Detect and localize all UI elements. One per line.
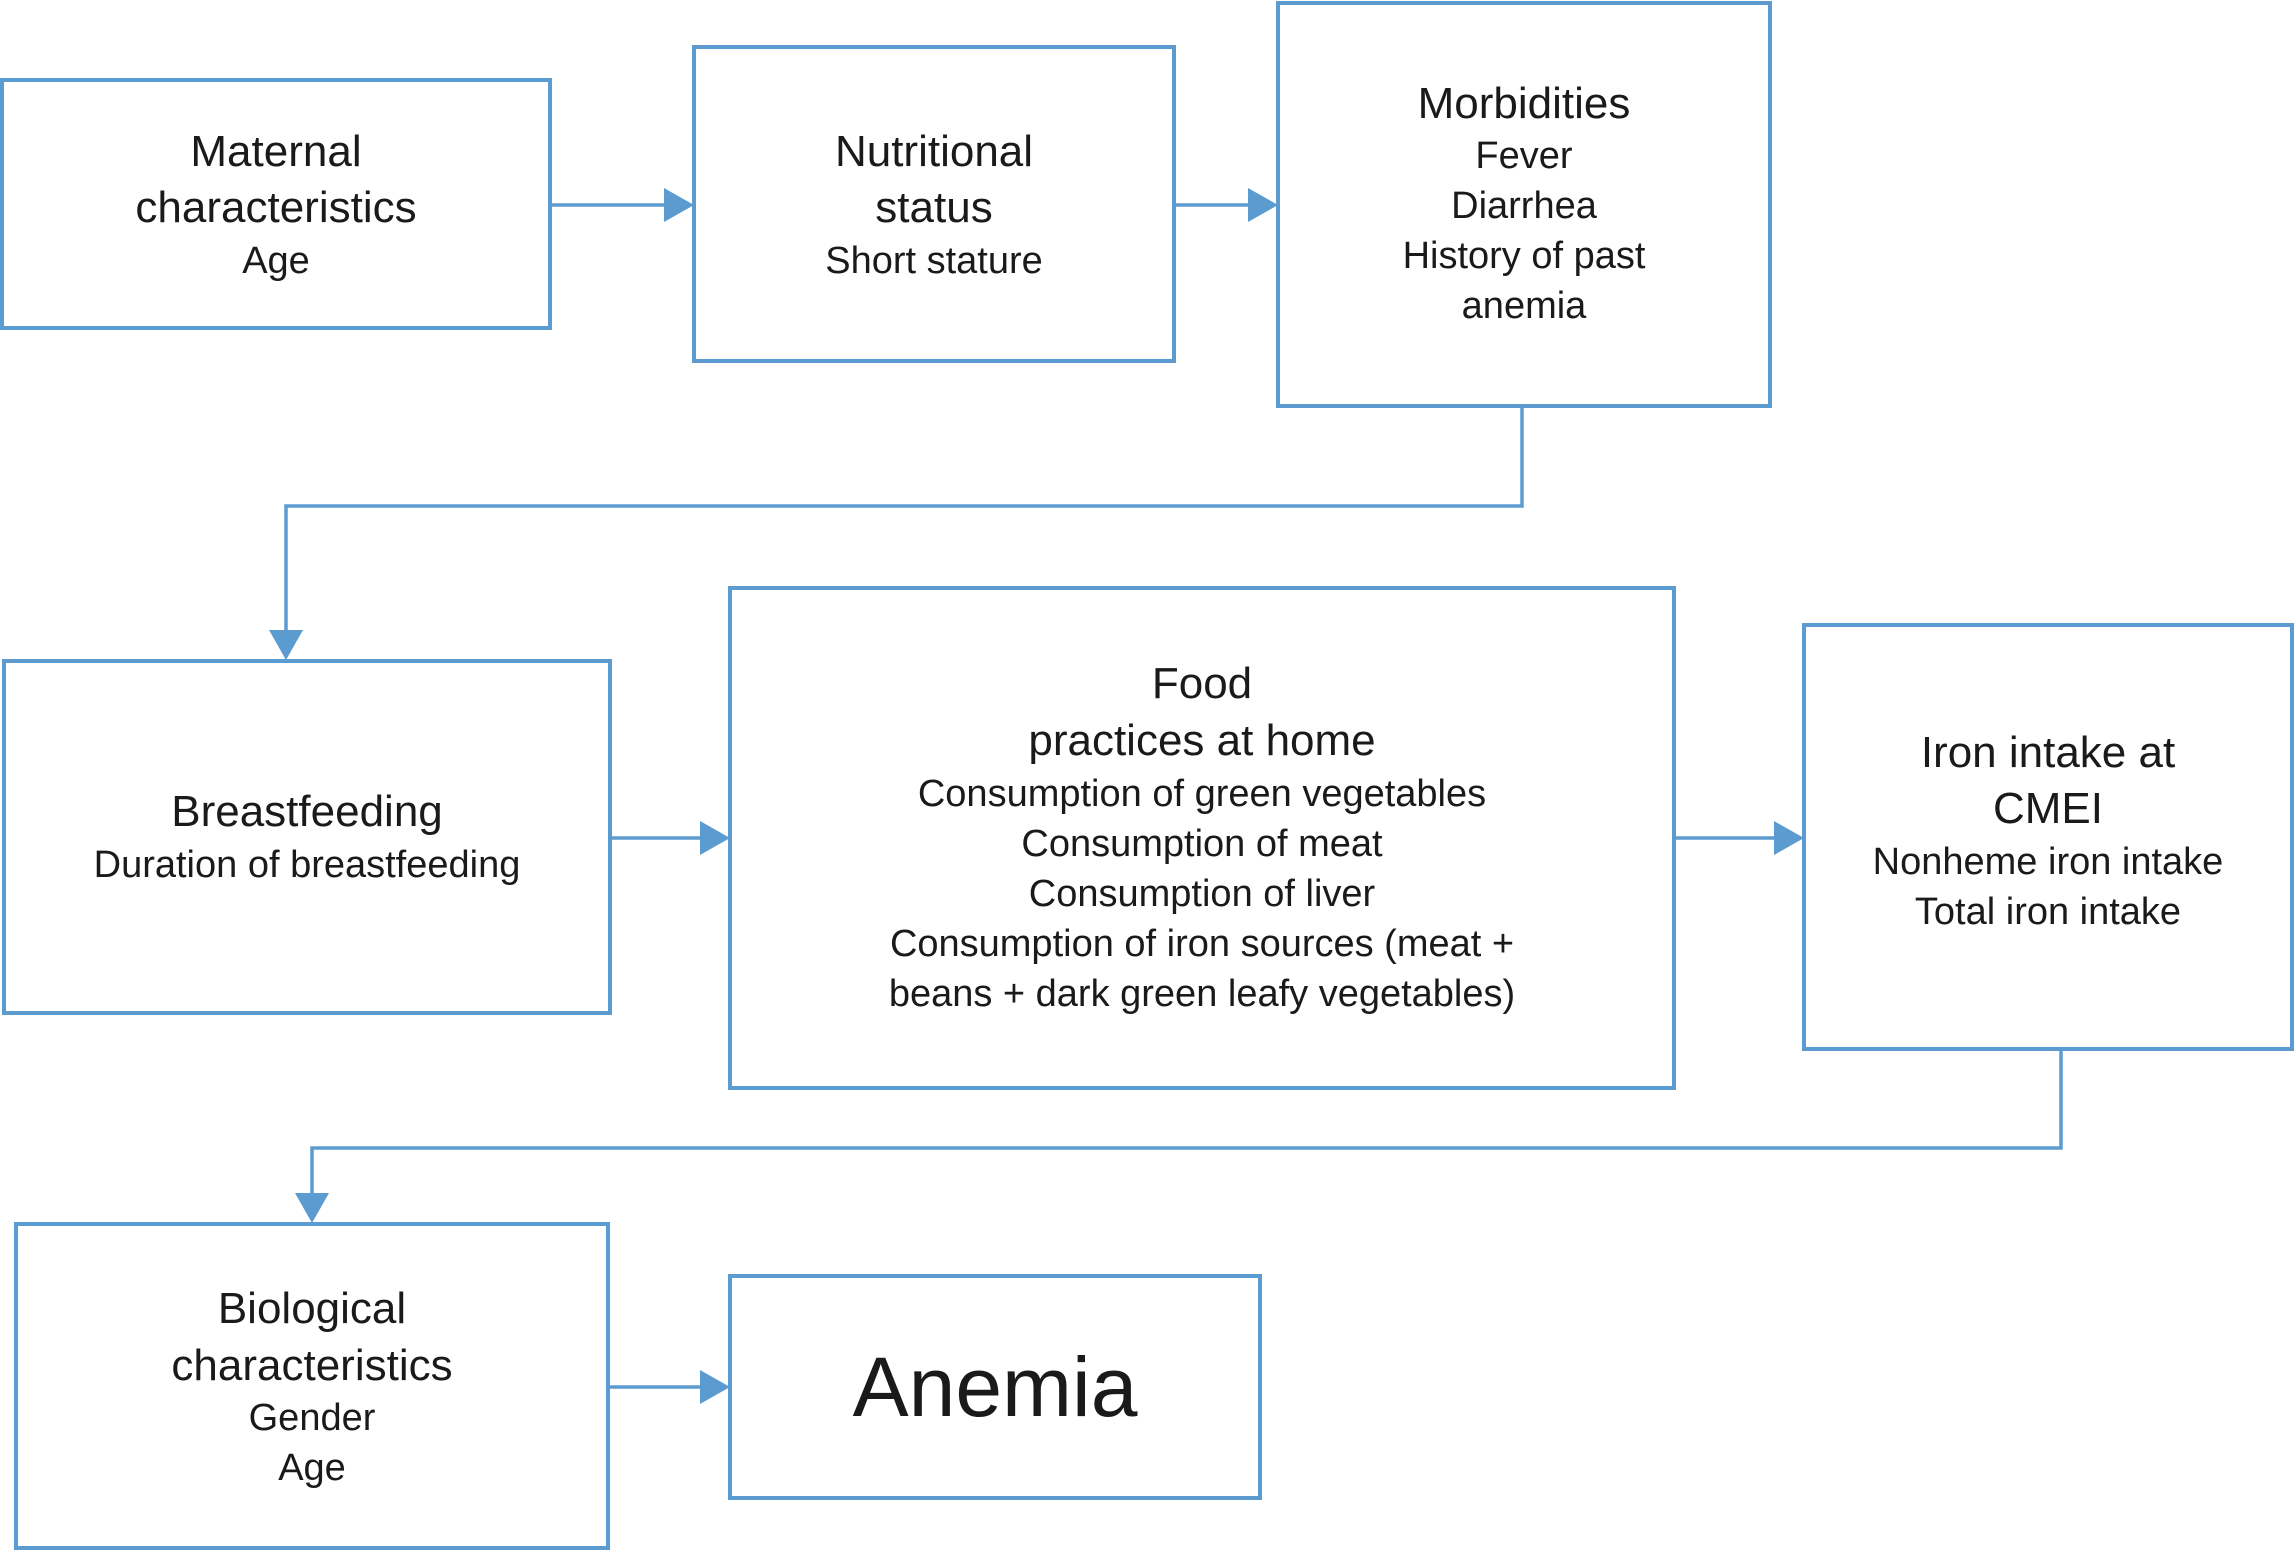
node-biological-characteristics: Biological characteristics Gender Age <box>14 1222 610 1550</box>
anemia-heading: Anemia <box>853 1340 1138 1434</box>
nutritional-heading-2: status <box>875 183 992 232</box>
food-item-green-vegetables: Consumption of green vegetables <box>918 773 1486 815</box>
edge-iron-to-biological <box>295 1050 2063 1223</box>
breastfeeding-heading: Breastfeeding <box>171 787 443 836</box>
node-morbidities: Morbidities Fever Diarrhea History of pa… <box>1276 1 1772 408</box>
connectors <box>269 188 2063 1404</box>
morbidities-item-fever: Fever <box>1475 135 1572 177</box>
iron-item-total: Total iron intake <box>1915 891 2181 933</box>
food-heading-1: Food <box>1152 659 1252 708</box>
nutritional-item-short-stature: Short stature <box>825 240 1043 282</box>
food-item-meat: Consumption of meat <box>1021 823 1383 865</box>
iron-item-nonheme: Nonheme iron intake <box>1873 841 2224 883</box>
breastfeeding-item-duration: Duration of breastfeeding <box>94 844 521 886</box>
nutritional-heading-1: Nutritional <box>835 127 1033 176</box>
morbidities-heading: Morbidities <box>1418 79 1631 128</box>
morbidities-item-diarrhea: Diarrhea <box>1451 185 1598 227</box>
biological-item-gender: Gender <box>249 1397 376 1439</box>
node-anemia: Anemia <box>728 1274 1262 1500</box>
food-item-iron-sources-1: Consumption of iron sources (meat + <box>890 923 1514 965</box>
edge-breastfeeding-to-food <box>612 821 730 855</box>
edge-maternal-to-nutritional <box>550 188 694 222</box>
edge-food-to-iron <box>1675 821 1804 855</box>
edge-morbidities-to-breastfeeding <box>269 408 1524 660</box>
food-item-liver: Consumption of liver <box>1029 873 1376 915</box>
iron-heading-2: CMEI <box>1993 784 2103 833</box>
maternal-heading-2: characteristics <box>135 183 416 232</box>
node-food-practices-at-home: Food practices at home Consumption of gr… <box>728 586 1676 1090</box>
node-iron-intake-at-cmei: Iron intake at CMEI Nonheme iron intake … <box>1802 623 2294 1051</box>
iron-heading-1: Iron intake at <box>1921 728 2175 777</box>
biological-item-age: Age <box>278 1447 346 1489</box>
maternal-item-age: Age <box>242 240 310 282</box>
edge-biological-to-anemia <box>610 1370 730 1404</box>
node-breastfeeding: Breastfeeding Duration of breastfeeding <box>2 659 612 1015</box>
food-heading-2: practices at home <box>1028 716 1375 765</box>
food-item-iron-sources-2: beans + dark green leafy vegetables) <box>889 973 1515 1015</box>
morbidities-item-history-1: History of past <box>1403 235 1646 277</box>
maternal-heading-1: Maternal <box>190 127 361 176</box>
node-maternal-characteristics: Maternal characteristics Age <box>0 78 552 330</box>
biological-heading-1: Biological <box>218 1284 406 1333</box>
edge-nutritional-to-morbidities <box>1175 188 1278 222</box>
node-nutritional-status: Nutritional status Short stature <box>692 45 1176 363</box>
morbidities-item-history-2: anemia <box>1462 285 1587 327</box>
biological-heading-2: characteristics <box>171 1341 452 1390</box>
